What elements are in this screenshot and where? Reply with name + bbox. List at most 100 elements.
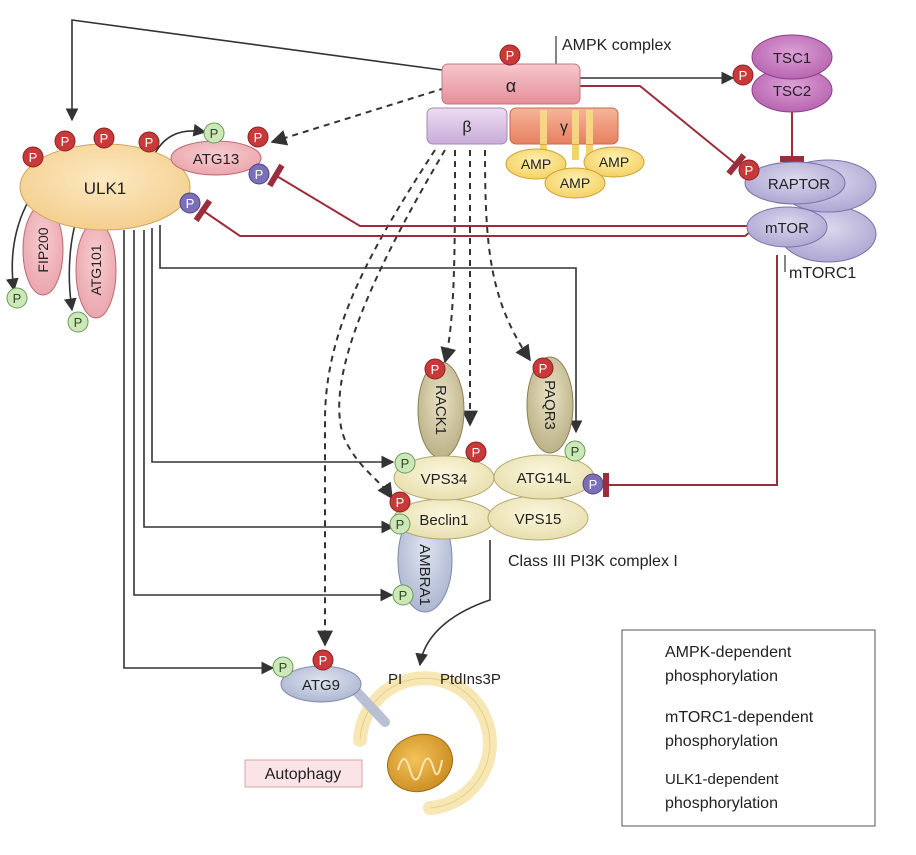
- phospho-letter: P: [506, 48, 515, 63]
- mtorc1-label: mTORC1: [789, 265, 856, 282]
- phospho-letter: P: [319, 653, 328, 668]
- legend-ulk1-line1: ULK1-dependent: [665, 771, 779, 788]
- legend-box: [621, 629, 876, 827]
- phospho-letter: P: [539, 361, 548, 376]
- arrow-ulk1-to-atg9: [123, 230, 275, 675]
- amp-molecule: [544, 167, 606, 199]
- raptor-protein: [744, 161, 846, 205]
- tsc1-label: TSC1: [773, 50, 811, 67]
- phospho-letter: P: [399, 588, 408, 603]
- phospho-letter: P: [396, 517, 405, 532]
- phospho-letter: P: [100, 131, 109, 146]
- ampk-phospho-badge: P: [138, 131, 160, 153]
- ulk1-phospho-badge: P: [394, 452, 416, 474]
- fip200-label: FIP200: [35, 227, 51, 272]
- atg13-label: ATG13: [193, 151, 239, 168]
- phospho-letter: P: [431, 362, 440, 377]
- atg9-anchor: [350, 685, 390, 727]
- pi-label: PI: [388, 671, 402, 688]
- ampk-phospho-badge: P: [22, 146, 44, 168]
- ulk1-phospho-badge: P: [389, 513, 411, 535]
- amp-molecule: [505, 148, 567, 180]
- ulk1-phospho-badge: P: [564, 440, 586, 462]
- rack1-label: RACK1: [432, 385, 449, 435]
- ampk-complex: α β γ AMP AMP AMP AMPK complex: [426, 37, 671, 199]
- inhib-mtor-to-ulk1: [193, 198, 751, 237]
- legend-ulk1-line2: phosphorylation: [665, 795, 778, 812]
- amp-binding-bar: [540, 110, 547, 144]
- legend-mtorc1-line2: phosphorylation: [665, 733, 778, 750]
- legend-mtorc1-line1: mTORC1-dependent: [665, 709, 814, 726]
- amp-label: AMP: [560, 175, 590, 191]
- ampk-phospho-badge: P: [738, 159, 760, 181]
- phospho-letter: P: [571, 444, 580, 459]
- arrow-ulk1-to-ambra1: [133, 230, 394, 602]
- inhib-ampk-to-raptor: [580, 85, 747, 176]
- phospho-letter: P: [739, 68, 748, 83]
- ampk-phospho-badge: P: [732, 64, 754, 86]
- inhib-mtor-to-atg13: [267, 163, 750, 227]
- atg9-label: ATG9: [302, 677, 340, 694]
- arrow-ulk1-to-atg14l: [159, 225, 583, 434]
- ulk1-complex: FIP200 ATG101 ULK1 ATG13: [19, 140, 262, 319]
- ampk-phospho-badge: P: [532, 357, 554, 379]
- phospho-letter: P: [29, 150, 38, 165]
- arrow-ulk1-to-vps34: [151, 228, 395, 469]
- pi3k-complex: RACK1 PAQR3 AMBRA1 Beclin1 VPS15 VPS34 A…: [393, 356, 678, 613]
- legend-ampk-line2: phosphorylation: [665, 668, 778, 685]
- tsc-complex: TSC2 TSC1: [751, 34, 833, 113]
- ulk1-phospho-badge: P: [67, 311, 89, 333]
- ampk-beta-subunit: [426, 107, 508, 145]
- dashed-arrows: [270, 87, 531, 647]
- inhib-mtorc1-to-atg14l: [603, 255, 778, 497]
- inhibition-lines: [193, 36, 804, 497]
- dashed-ampk-to-atg13: [270, 87, 446, 146]
- autophagy-region: ATG9 PI PtdIns3P Autophagy: [244, 665, 501, 815]
- arrow-ampk-to-ulk1: [65, 19, 443, 122]
- ampk-alpha-label: α: [506, 76, 516, 96]
- ampk-phospho-badge: P: [465, 441, 487, 463]
- phospho-letter: P: [279, 660, 288, 675]
- phospho-letter: P: [589, 477, 598, 492]
- phospho-letter: P: [210, 126, 219, 141]
- autophagy-box: [244, 759, 363, 788]
- phospho-letter: P: [396, 495, 405, 510]
- ulk1-phospho-badge: P: [203, 122, 225, 144]
- vps34-label: VPS34: [421, 471, 468, 488]
- autophagy-label: Autophagy: [265, 766, 342, 783]
- legend: AMPK-dependent phosphorylation mTORC1-de…: [621, 629, 876, 827]
- ampk-gamma-label: γ: [560, 119, 568, 136]
- raptor-label: RAPTOR: [768, 176, 830, 193]
- ulk1-phospho-badge: P: [6, 287, 28, 309]
- mtor-protein: [746, 206, 828, 248]
- dashed-ampk-to-rack1: [440, 149, 457, 364]
- phospho-letter: P: [61, 134, 70, 149]
- ambra1-label: AMBRA1: [416, 544, 433, 606]
- legend-ampk-line1: AMPK-dependent: [665, 644, 792, 661]
- dashed-ampk-to-beclin1: [338, 149, 446, 500]
- amp-label: AMP: [599, 154, 629, 170]
- ulk1-phospho-badge: P: [272, 656, 294, 678]
- phagophore-outline: [359, 677, 491, 809]
- ampk-phospho-badge: P: [499, 44, 521, 66]
- mtorc1-complex: RAPTOR mTOR mTORC1: [744, 159, 877, 282]
- amp-molecule: [583, 146, 645, 178]
- mtor-label: mTOR: [765, 220, 809, 237]
- ptdins3p-label: PtdIns3P: [440, 671, 501, 688]
- mitochondrion-cristae: [397, 757, 443, 781]
- dashed-ampk-to-paqr3: [484, 149, 531, 362]
- ampk-phospho-badge: P: [247, 126, 269, 148]
- paqr3-protein: [526, 356, 574, 454]
- ulk1-label: ULK1: [84, 179, 127, 198]
- dashed-ampk-to-atg9: [317, 149, 436, 647]
- ampk-phospho-badge: P: [93, 127, 115, 149]
- tsc1-protein: [751, 34, 833, 80]
- beclin1-label: Beclin1: [419, 512, 468, 529]
- phospho-letter: P: [13, 291, 22, 306]
- phospho-letter: P: [745, 163, 754, 178]
- mtorc1-phospho-badge: P: [179, 192, 201, 214]
- arrow-vps15-to-ptdins3p: [415, 540, 491, 667]
- solid-arrows: [5, 19, 735, 685]
